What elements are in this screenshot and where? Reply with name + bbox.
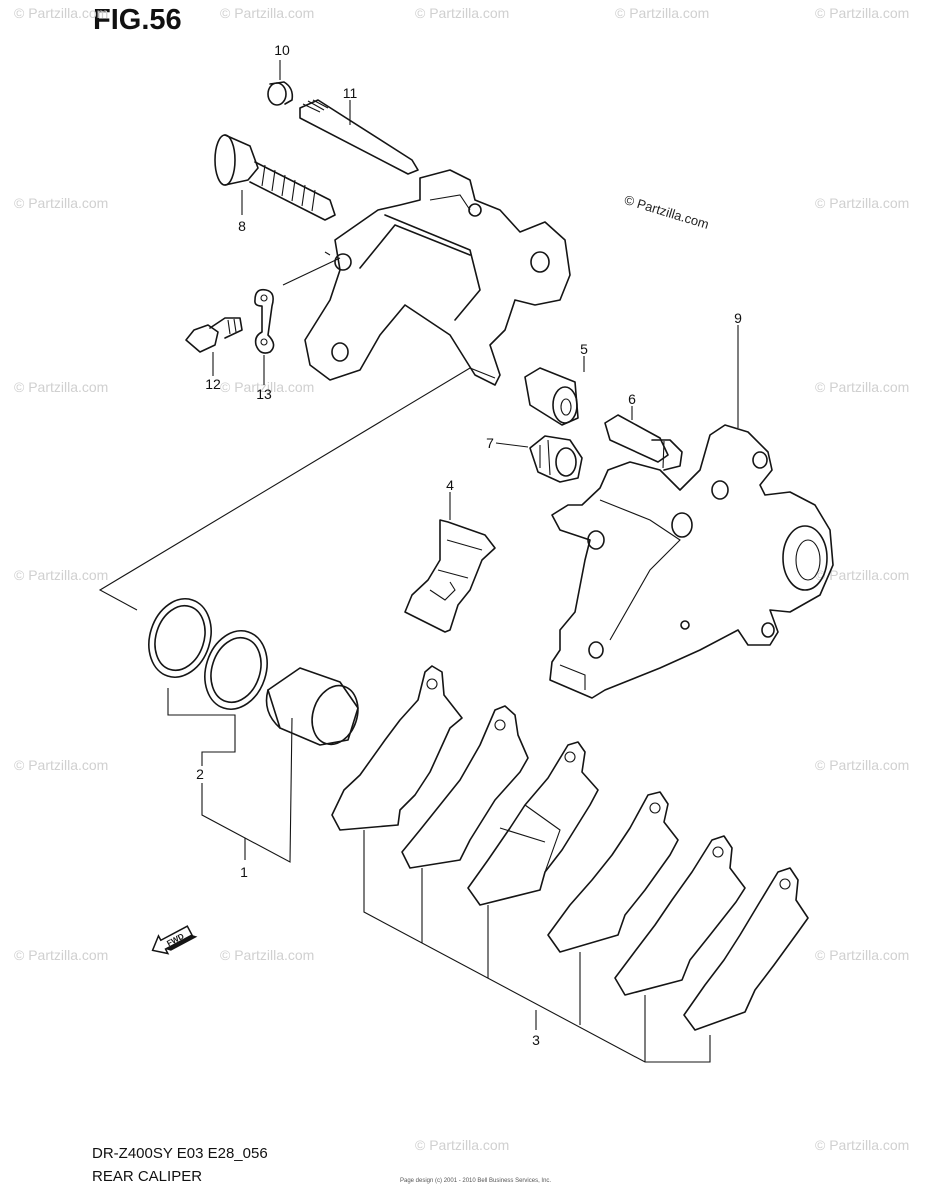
callout-4: 4 <box>446 477 454 493</box>
part-12-bleeder <box>185 317 243 353</box>
part-2-seals <box>148 598 268 710</box>
piston <box>265 667 359 746</box>
watermark: © Partzilla.com <box>815 947 909 963</box>
watermark: © Partzilla.com <box>815 5 909 21</box>
watermark: © Partzilla.com <box>220 379 314 395</box>
watermark: © Partzilla.com <box>815 757 909 773</box>
leader-lines <box>98 60 739 1063</box>
callout-11: 11 <box>343 85 358 101</box>
figure-title: FIG.56 <box>93 4 182 36</box>
callouts: 1 2 3 4 5 6 7 8 9 10 11 12 13 <box>196 42 742 1048</box>
watermark: © Partzilla.com <box>14 379 108 395</box>
watermark: © Partzilla.com <box>815 195 909 211</box>
callout-3: 3 <box>532 1032 540 1048</box>
callout-13: 13 <box>256 386 272 402</box>
callout-12: 12 <box>205 376 221 392</box>
forward-arrow-icon: FWD <box>151 925 198 955</box>
part-13-clamp <box>254 288 275 354</box>
callout-1: 1 <box>240 864 248 880</box>
figure-caption: REAR CALIPER <box>92 1168 203 1185</box>
watermark: © Partzilla.com <box>14 195 108 211</box>
callout-9: 9 <box>734 310 742 326</box>
watermark: © Partzilla.com <box>14 567 108 583</box>
watermarks: © Partzilla.com © Partzilla.com © Partzi… <box>14 5 909 1153</box>
watermark: © Partzilla.com <box>14 947 108 963</box>
callout-7: 7 <box>486 435 494 451</box>
watermark: © Partzilla.com <box>815 379 909 395</box>
watermark: © Partzilla.com <box>14 5 108 21</box>
watermark: © Partzilla.com <box>220 947 314 963</box>
watermark: © Partzilla.com <box>815 567 909 583</box>
part-4-spring <box>404 519 496 633</box>
part-6-pin <box>604 414 683 471</box>
callout-5: 5 <box>580 341 588 357</box>
callout-10: 10 <box>274 42 290 58</box>
fine-print: Page design (c) 2001 - 2010 Bell Busines… <box>400 1178 552 1184</box>
watermark: © Partzilla.com <box>220 5 314 21</box>
part-9-bracket <box>549 424 834 699</box>
watermark: © Partzilla.com <box>415 1137 509 1153</box>
callout-6: 6 <box>628 391 636 407</box>
caliper-body <box>282 169 571 386</box>
part-8-bolt <box>214 134 336 221</box>
part-10-cap <box>267 81 294 106</box>
callout-8: 8 <box>238 218 246 234</box>
watermark: © Partzilla.com <box>415 5 509 21</box>
model-code: DR-Z400SY E03 E28_056 <box>92 1145 268 1162</box>
callout-2: 2 <box>196 766 204 782</box>
part-3-brake-pads <box>331 665 809 1031</box>
part-7-boot <box>529 435 583 483</box>
watermark: © Partzilla.com <box>14 757 108 773</box>
part-5-sleeve <box>524 367 579 426</box>
watermark: © Partzilla.com <box>615 5 709 21</box>
watermark: © Partzilla.com <box>815 1137 909 1153</box>
part-11-pin <box>299 99 419 175</box>
